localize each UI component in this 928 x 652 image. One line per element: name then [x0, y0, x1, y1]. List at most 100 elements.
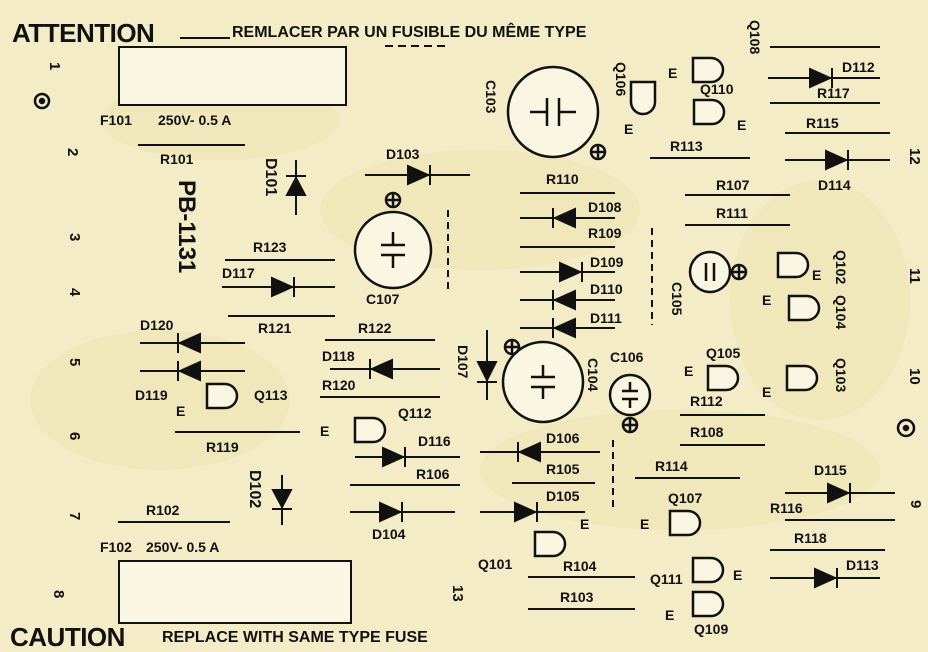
emitter-mark: E — [176, 403, 186, 419]
pin-4: 4 — [66, 288, 83, 297]
emitter-mark: E — [762, 384, 772, 400]
label-d101: D101 — [262, 158, 279, 197]
fuse-f101-outline — [118, 46, 347, 106]
capacitor-c105 — [688, 250, 732, 294]
label-d120: D120 — [140, 317, 174, 333]
label-r123: R123 — [253, 239, 287, 255]
emitter-mark: E — [733, 567, 743, 583]
emitter-mark: E — [640, 516, 650, 532]
label-d104: D104 — [372, 526, 406, 542]
label-r122: R122 — [358, 320, 392, 336]
label-q106: Q106 — [613, 62, 629, 97]
label-r111: R111 — [716, 205, 748, 221]
label-d108: D108 — [588, 199, 622, 215]
label-r115: R115 — [806, 115, 839, 131]
label-q105: Q105 — [706, 345, 741, 361]
label-r101: R101 — [160, 151, 194, 167]
transistor-q112 — [353, 416, 387, 444]
emitter-mark: E — [624, 121, 634, 137]
label-r108: R108 — [690, 424, 724, 440]
transistors — [205, 56, 821, 618]
fuse-f101-rating: 250V- 0.5 A — [158, 112, 232, 128]
diodes — [140, 67, 895, 589]
label-c103: C103 — [483, 80, 499, 114]
emitter-mark: E — [665, 607, 675, 623]
fuse-f101-ref: F101 — [100, 112, 132, 128]
label-r112: R112 — [690, 393, 723, 409]
pin-12: 12 — [906, 148, 923, 165]
pin-2: 2 — [64, 148, 81, 157]
label-d112: D112 — [842, 59, 875, 75]
pin-3: 3 — [66, 233, 83, 242]
label-d119: D119 — [135, 387, 168, 403]
transistor-q107 — [668, 509, 702, 537]
pin-7: 7 — [66, 512, 83, 521]
label-r107: R107 — [716, 177, 750, 193]
label-d118: D118 — [322, 348, 355, 364]
capacitor-c104 — [501, 340, 585, 424]
label-r113: R113 — [670, 138, 703, 154]
label-d114: D114 — [818, 177, 851, 193]
pin-8: 8 — [50, 590, 67, 599]
label-r114: R114 — [655, 458, 688, 474]
emitter-mark: E — [580, 516, 590, 532]
label-q101: Q101 — [478, 556, 513, 572]
label-d105: D105 — [546, 488, 580, 504]
board-id: PB-1131 — [173, 180, 200, 274]
transistor-q104 — [787, 294, 821, 322]
capacitors — [353, 65, 732, 424]
emitter-mark: E — [812, 267, 822, 283]
label-q112: Q112 — [398, 405, 432, 421]
label-q108: Q108 — [747, 20, 763, 55]
label-r120: R120 — [322, 377, 356, 393]
label-q103: Q103 — [833, 358, 849, 393]
emitter-mark: E — [737, 117, 747, 133]
label-q113: Q113 — [254, 387, 288, 403]
label-q110: Q110 — [700, 81, 734, 97]
transistor-q105 — [706, 364, 740, 392]
transistor-q102 — [776, 251, 810, 279]
transistor-q109 — [691, 590, 725, 618]
label-r110: R110 — [546, 171, 579, 187]
label-c105: C105 — [669, 282, 685, 316]
label-r106: R106 — [416, 466, 450, 482]
label-q107: Q107 — [668, 490, 703, 506]
emitter-mark: E — [668, 65, 678, 81]
pin-11: 11 — [906, 268, 923, 284]
label-r121: R121 — [258, 320, 292, 336]
pin-5: 5 — [66, 358, 83, 367]
label-c106: C106 — [610, 349, 644, 365]
pin-1: 1 — [46, 62, 63, 71]
caution-word: CAUTION — [10, 622, 125, 652]
capacitor-c107 — [353, 210, 433, 290]
fuse-f102-ref: F102 — [100, 539, 132, 555]
label-q104: Q104 — [833, 295, 849, 330]
caution-text: REPLACE WITH SAME TYPE FUSE — [162, 629, 428, 646]
label-d107: D107 — [455, 345, 471, 379]
label-r119: R119 — [206, 439, 239, 455]
transistor-q113 — [205, 382, 239, 410]
emitter-mark: E — [762, 292, 772, 308]
capacitor-c103 — [506, 65, 600, 159]
label-q111: Q111 — [650, 571, 683, 587]
label-r105: R105 — [546, 461, 580, 477]
label-r118: R118 — [794, 530, 827, 546]
emitter-mark: E — [320, 423, 330, 439]
label-d110: D110 — [590, 281, 623, 297]
capacitor-marks — [33, 92, 916, 438]
label-r117: R117 — [817, 85, 850, 101]
pin-13: 13 — [449, 585, 466, 602]
transistor-q111 — [691, 556, 725, 584]
capacitor-c106 — [608, 373, 652, 417]
transistor-q110 — [692, 98, 726, 126]
label-q102: Q102 — [833, 250, 849, 285]
label-d109: D109 — [590, 254, 624, 270]
attention-word: ATTENTION — [12, 18, 155, 48]
label-r102: R102 — [146, 502, 180, 518]
label-r103: R103 — [560, 589, 594, 605]
transistor-q108 — [691, 56, 725, 84]
label-d115: D115 — [814, 462, 847, 478]
label-r104: R104 — [563, 558, 597, 574]
